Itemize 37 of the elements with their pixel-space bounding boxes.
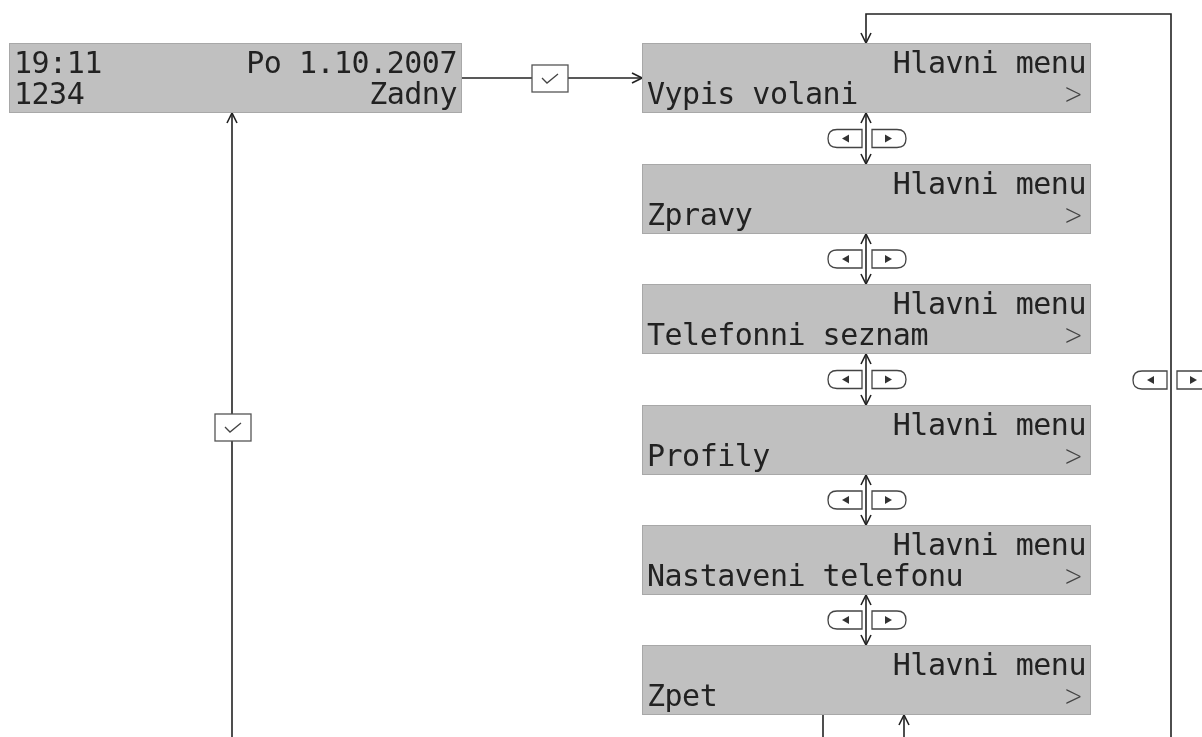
lcd-screen (642, 43, 1091, 113)
chevron-indicator: > (1064, 78, 1083, 109)
arrow (226, 112, 238, 737)
chevron-indicator: > (1064, 319, 1083, 350)
lcd-text: 1234 (14, 78, 85, 109)
arrow (860, 112, 872, 165)
chevron-indicator: > (1064, 560, 1083, 591)
lcd-text: Nastaveni telefonu (647, 560, 964, 591)
lcd-text: Zadny (369, 78, 457, 109)
lcd-text: Zpet (647, 680, 718, 711)
lcd-screen (642, 405, 1091, 475)
chevron-indicator: > (1064, 199, 1083, 230)
lcd-text: Po 1.10.2007 (246, 47, 457, 78)
arrow (860, 474, 872, 526)
arrow (860, 233, 872, 285)
lcd-text: Hlavni menu (892, 168, 1086, 199)
lcd-text: Hlavni menu (892, 409, 1086, 440)
lcd-screen (9, 43, 462, 113)
lcd-text: Telefonni seznam (647, 319, 928, 350)
lcd-text: 19:11 (14, 47, 102, 78)
lcd-text: Hlavni menu (892, 288, 1086, 319)
lcd-screen (642, 645, 1091, 715)
lcd-text: Vypis volani (647, 78, 858, 109)
lcd-text: Hlavni menu (892, 47, 1086, 78)
arrow (860, 13, 1172, 737)
arrow (898, 714, 910, 737)
lcd-text: Hlavni menu (892, 649, 1086, 680)
arrow (860, 353, 872, 406)
lcd-screen (642, 164, 1091, 234)
chevron-indicator: > (1064, 440, 1083, 471)
lcd-screen (642, 525, 1091, 595)
chevron-indicator: > (1064, 680, 1083, 711)
lcd-screen (642, 284, 1091, 354)
lcd-text: Profily (647, 440, 770, 471)
lcd-text: Hlavni menu (892, 529, 1086, 560)
arrow (860, 594, 872, 646)
lcd-text: Zpravy (647, 199, 753, 230)
